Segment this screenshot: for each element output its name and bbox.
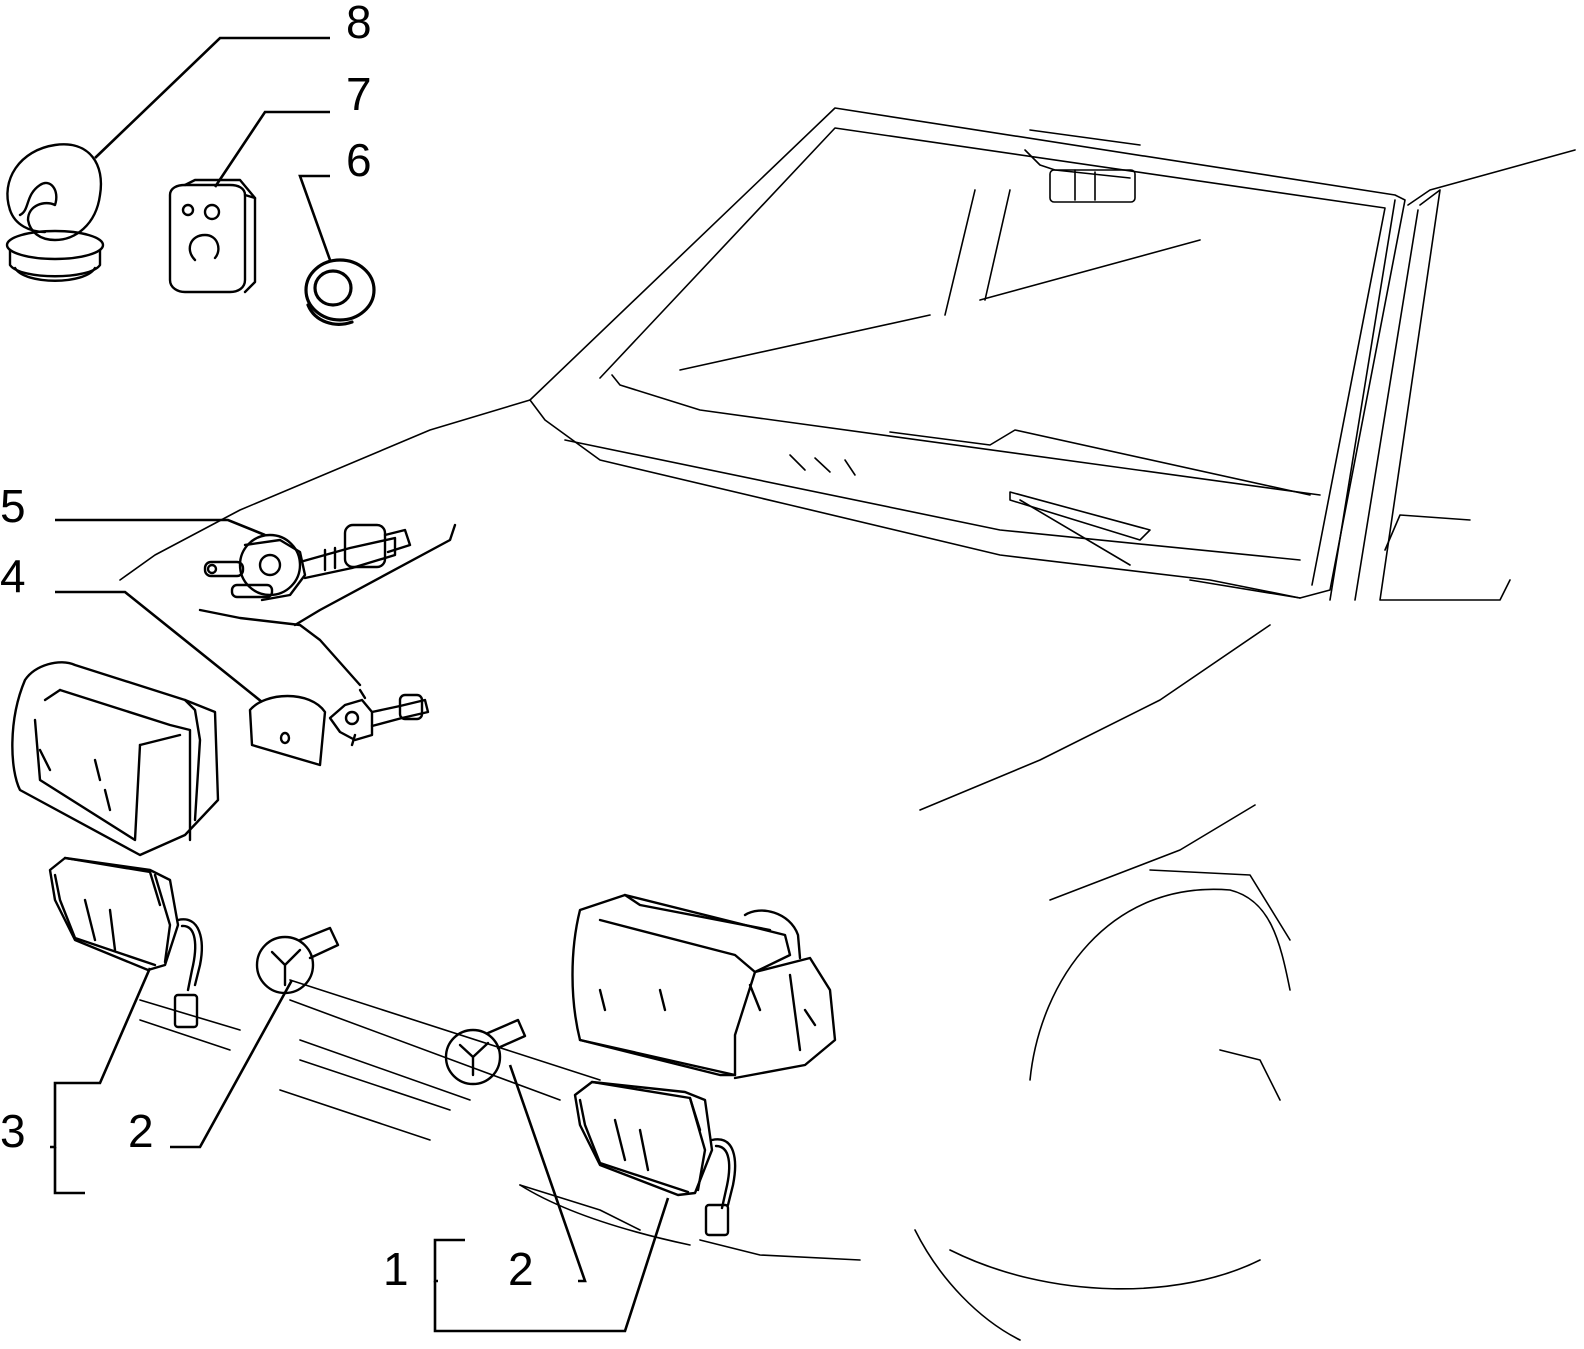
part-6-seal-ring [304, 258, 376, 326]
part-8-rubber-grommet [5, 143, 105, 282]
callout-8: 8 [346, 0, 372, 48]
car-body-outline [119, 107, 1576, 1341]
callout-2-right: 2 [508, 1243, 534, 1295]
callout-1: 1 [383, 1243, 409, 1295]
callout-5: 5 [0, 480, 26, 532]
callout-labels: 8 7 6 5 4 3 2 2 1 [0, 0, 534, 1295]
part-7-cover-plate [168, 178, 257, 294]
part-3-left-fog-lamp [48, 856, 203, 1029]
leader-lines [50, 36, 670, 1333]
part-4-gasket-plate [248, 694, 327, 767]
callout-4: 4 [0, 550, 26, 602]
part-5-headlamp-adjuster [198, 523, 457, 687]
callout-7: 7 [346, 68, 372, 120]
left-headlamp-unit [11, 661, 220, 857]
part-1-right-fog-lamp [573, 1080, 737, 1237]
callout-3: 3 [0, 1105, 26, 1157]
part-2-right-bulb [444, 1018, 527, 1086]
right-headlamp-unit [571, 893, 837, 1080]
callout-2-left: 2 [128, 1105, 154, 1157]
callout-6: 6 [346, 134, 372, 186]
part-adjuster-small [328, 688, 430, 747]
